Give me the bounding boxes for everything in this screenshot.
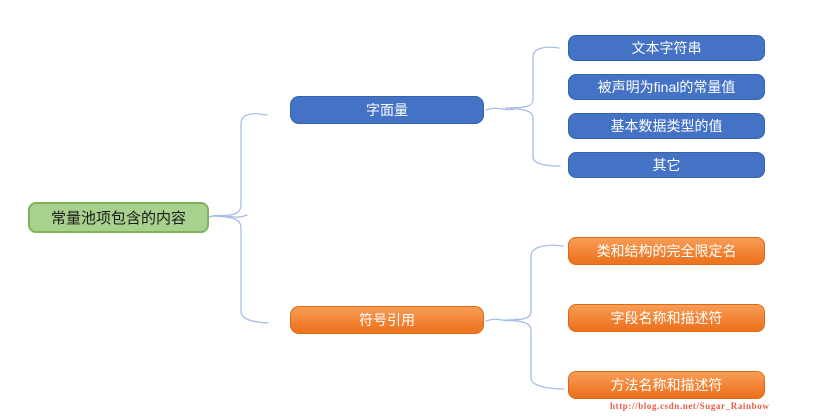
root-node-constant-pool-contents: 常量池项包含的内容 xyxy=(28,202,209,233)
branch-node-symbolic-reference: 符号引用 xyxy=(290,306,484,334)
leaf-node-field-name-descriptor: 字段名称和描述符 xyxy=(568,304,765,332)
brace-connector-literal xyxy=(485,46,561,167)
brace-connector-root xyxy=(208,113,269,324)
watermark-url-text: http://blog.csdn.net/Sugar_Rainbow xyxy=(610,401,770,411)
leaf-node-other: 其它 xyxy=(568,152,765,178)
leaf-node-fully-qualified-name: 类和结构的完全限定名 xyxy=(568,237,765,265)
leaf-node-primitive-type-value: 基本数据类型的值 xyxy=(568,113,765,139)
brace-connector-symbolic-ref xyxy=(485,244,565,390)
leaf-node-final-constant-value: 被声明为final的常量值 xyxy=(568,74,765,100)
leaf-node-method-name-descriptor: 方法名称和描述符 xyxy=(568,371,765,399)
leaf-node-text-string: 文本字符串 xyxy=(568,35,765,61)
branch-node-literal: 字面量 xyxy=(290,96,484,124)
